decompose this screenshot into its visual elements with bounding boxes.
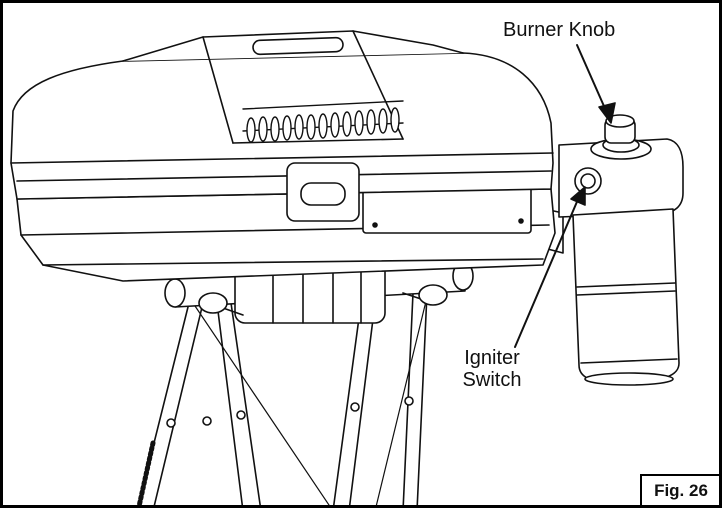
igniter-switch-label: Igniter Switch [447, 347, 537, 391]
igniter-label-line2: Switch [447, 369, 537, 391]
figure-number: Fig. 26 [640, 474, 722, 508]
propane-cylinder [573, 209, 679, 385]
igniter-label-line1: Igniter [447, 347, 537, 369]
stand-legs [137, 293, 427, 508]
grill-line-drawing [3, 3, 722, 508]
burner-knob-label: Burner Knob [503, 19, 615, 41]
